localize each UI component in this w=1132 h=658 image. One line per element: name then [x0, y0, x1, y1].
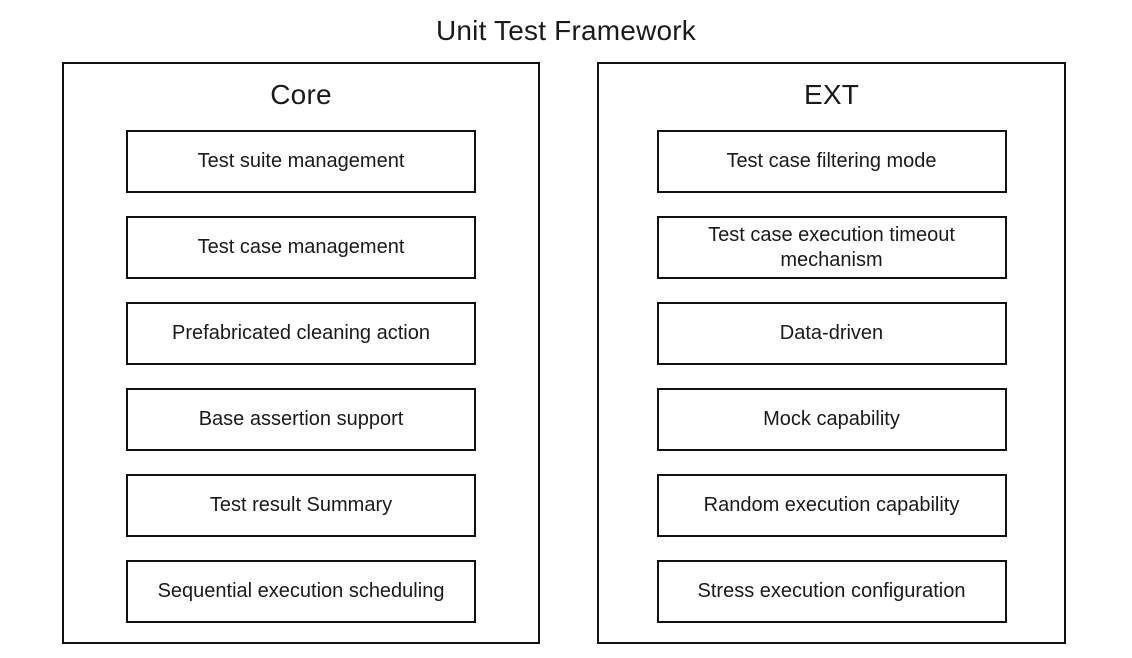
feature-box-base-assertion-support: Base assertion support	[126, 388, 476, 451]
panel-ext: EXT Test case filtering mode Test case e…	[597, 62, 1066, 644]
feature-box-sequential-execution: Sequential execution scheduling	[126, 560, 476, 623]
feature-box-random-execution-capability: Random execution capability	[656, 474, 1007, 537]
feature-box-mock-capability: Mock capability	[656, 388, 1007, 451]
feature-box-test-case-management: Test case management	[126, 216, 476, 279]
panel-core: Core Test suite management Test case man…	[62, 62, 540, 644]
feature-box-stress-execution-config: Stress execution configuration	[656, 560, 1007, 623]
panel-core-header: Core	[270, 79, 332, 110]
feature-box-test-result-summary: Test result Summary	[126, 474, 476, 537]
feature-box-test-suite-management: Test suite management	[126, 130, 476, 193]
panel-core-items: Test suite management Test case manageme…	[126, 130, 476, 623]
panel-ext-items: Test case filtering mode Test case execu…	[656, 130, 1007, 623]
feature-box-prefabricated-cleaning: Prefabricated cleaning action	[126, 302, 476, 365]
panel-ext-header: EXT	[803, 79, 860, 110]
diagram-title: Unit Test Framework	[435, 15, 696, 46]
feature-box-execution-timeout-mechanism: Test case execution timeout mechanism	[656, 216, 1007, 279]
feature-box-test-case-filtering-mode: Test case filtering mode	[656, 130, 1007, 193]
feature-box-data-driven: Data-driven	[656, 302, 1007, 365]
